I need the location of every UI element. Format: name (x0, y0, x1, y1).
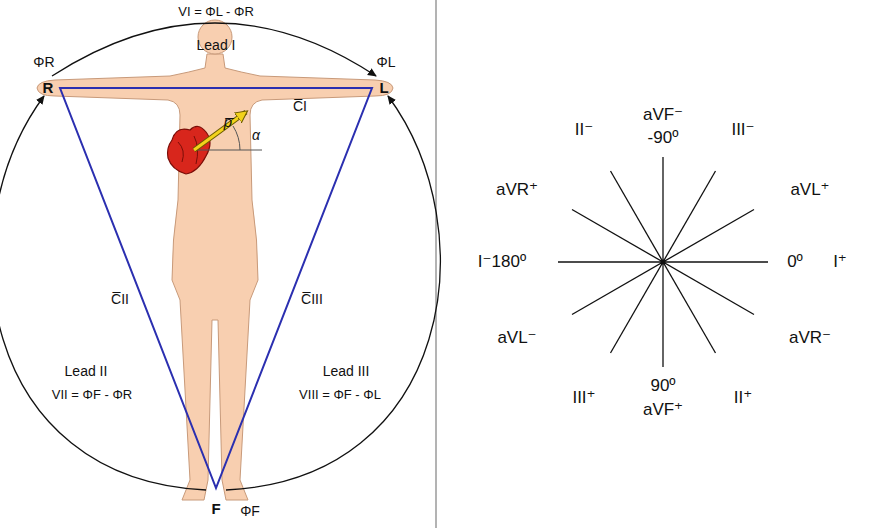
lead-formula: VII = ΦF - ΦR (52, 388, 132, 402)
hexaxial-axes (558, 157, 768, 367)
lead-arc (226, 96, 440, 490)
lead-formula: VI = ΦL - ΦR (178, 5, 254, 19)
axis-label: aVF⁻ (643, 106, 683, 125)
lead-name: Lead I (197, 38, 236, 53)
dipole-arrow-outline (194, 112, 246, 150)
lead-vector-label: C̅III (301, 292, 323, 307)
axis-label: aVR⁺ (496, 181, 538, 200)
axis-label: II⁺ (734, 389, 752, 408)
axis-center (661, 260, 666, 265)
einthoven-triangle (60, 88, 372, 488)
electrode-letter: F (211, 501, 220, 518)
lead-name: Lead II (65, 364, 108, 379)
axis-label: aVF⁺ (643, 401, 683, 420)
axis-label: II⁻ (575, 121, 593, 140)
angle-label: -90º (648, 129, 679, 148)
electrode-letter: R (43, 80, 54, 97)
axis-label: aVR⁻ (789, 329, 831, 348)
axis-label: aVL⁺ (790, 181, 829, 200)
angle-label: 0º (787, 253, 803, 272)
potential-label: ΦF (240, 504, 260, 519)
angle-arc (233, 126, 240, 150)
lead-arc (52, 23, 376, 76)
axis-label: III⁻ (731, 121, 754, 140)
potential-label: ΦL (377, 55, 396, 70)
angle-label: 90º (650, 377, 675, 396)
lead-arc (0, 96, 206, 490)
axis-label: aVL⁻ (497, 329, 536, 348)
dipole-label: p̅ (224, 114, 232, 131)
lead-name: Lead III (323, 364, 370, 379)
axis-label: I⁻180º (478, 253, 526, 272)
lead-vector-label: C̅I (293, 99, 307, 114)
potential-label: ΦR (33, 55, 54, 70)
human-figure (37, 20, 393, 500)
dipole-arrow (194, 112, 246, 150)
electrode-letter: L (379, 80, 388, 97)
lead-formula: VIII = ΦF - ΦL (299, 388, 381, 402)
axis-label: III⁺ (572, 389, 595, 408)
divider (435, 0, 437, 528)
axis-label: I⁺ (833, 253, 847, 272)
angle-label: α (252, 128, 260, 143)
lead-vector-label: C̅II (111, 292, 129, 307)
reference-line (194, 150, 262, 151)
